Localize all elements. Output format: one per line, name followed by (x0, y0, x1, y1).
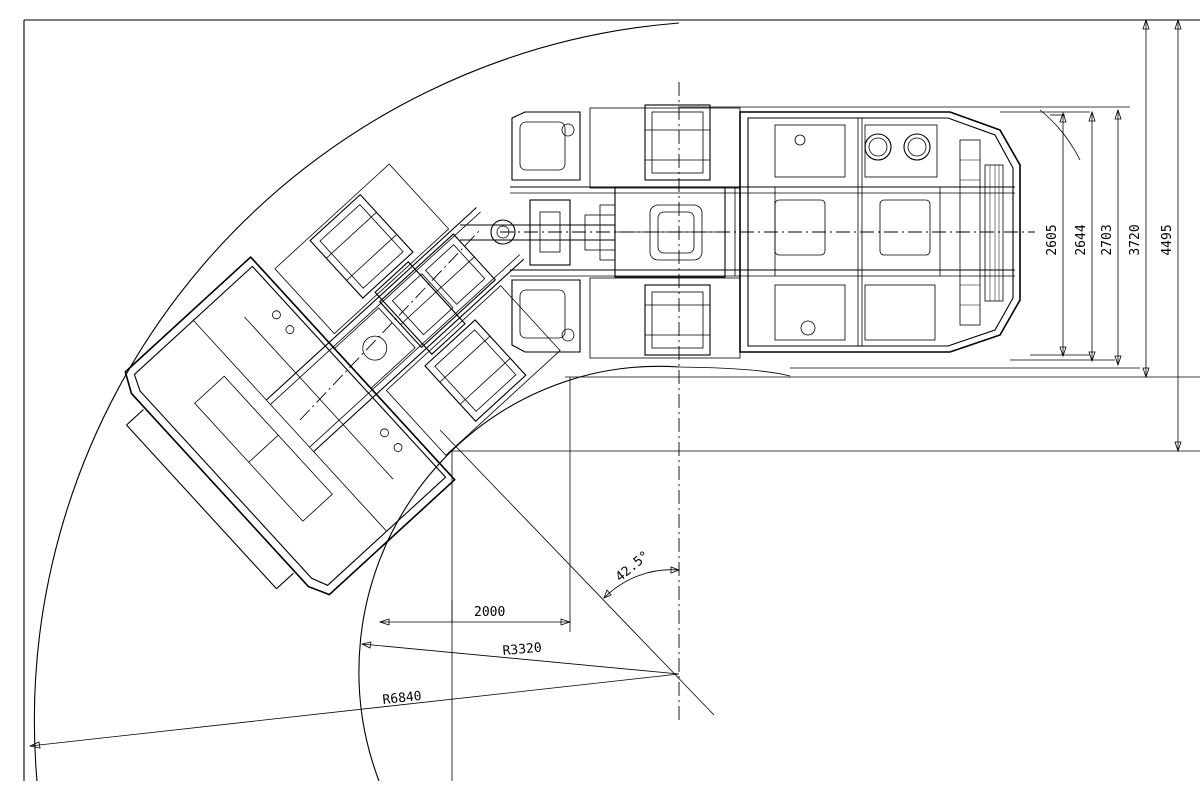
articulation-joint (460, 111, 616, 353)
horizontal-dimension (378, 600, 572, 626)
outer-turning-arc (33, 22, 680, 782)
center-lines (299, 82, 1035, 720)
dim-angle: 42.5° (613, 548, 653, 585)
dim-2703: 2703 (1100, 224, 1115, 255)
radius-lines (28, 429, 715, 749)
front-frame (510, 111, 1021, 353)
turning-arcs (33, 22, 1081, 782)
front-wheels (589, 104, 741, 359)
dim-r3320: R3320 (502, 641, 542, 659)
dim-3720: 3720 (1128, 224, 1143, 255)
front-clearance-arc (678, 366, 791, 377)
vertical-dimension-lines (1059, 18, 1182, 453)
dim-r6840: R6840 (382, 689, 422, 708)
rear-corner-arc (1039, 109, 1081, 161)
dim-2605: 2605 (1045, 224, 1060, 255)
dim-2644: 2644 (1074, 224, 1089, 255)
dim-2000: 2000 (474, 605, 505, 620)
rear-frame (124, 163, 561, 596)
dim-4495: 4495 (1160, 224, 1175, 255)
drawing-frame (23, 19, 1200, 781)
angle-dimension (603, 566, 681, 599)
inner-turning-arc (358, 365, 680, 782)
